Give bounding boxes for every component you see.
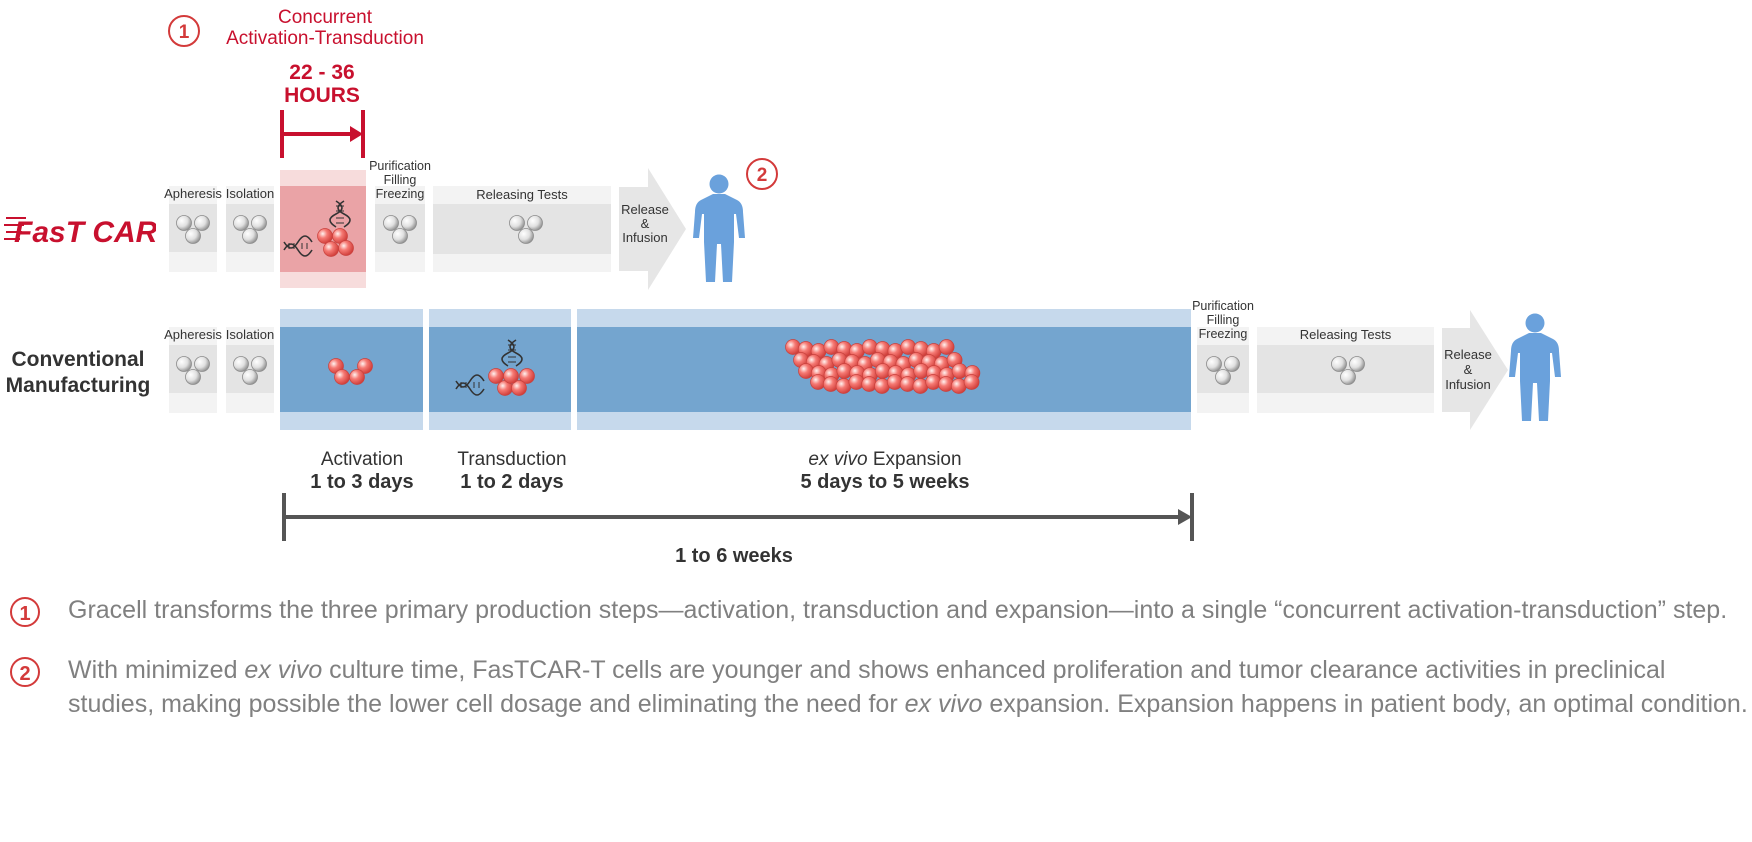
conv-releasing-tests-box: [1257, 327, 1434, 413]
note-2-part1: With minimized: [68, 656, 245, 684]
fastcar-isolation-label: Isolation: [225, 186, 275, 201]
conv-release-line2: &: [1463, 362, 1473, 377]
expansion-word: Expansion: [867, 449, 962, 470]
expansion-name: ex vivo Expansion: [735, 448, 1035, 471]
concurrent-title-line2: Activation-Transduction: [226, 28, 424, 49]
total-duration-label: 1 to 6 weeks: [675, 545, 793, 567]
conv-apheresis-box: [169, 327, 217, 413]
expansion-cell-mass: [785, 339, 981, 394]
conv-purification-line3: Freezing: [1198, 327, 1248, 341]
fastcar-release-line2: &: [640, 216, 650, 231]
fastcar-purification-line2: Filling: [383, 173, 417, 187]
note-1-badge: 1: [10, 597, 40, 627]
duration-line1: 22 - 36: [289, 61, 355, 84]
note-2-text: With minimized ex vivo culture time, Fas…: [68, 653, 1752, 721]
expansion-cell: [938, 339, 955, 355]
fastcar-apheresis-label: Apheresis: [164, 186, 222, 201]
conv-isolation-label: Isolation: [225, 327, 275, 342]
duration-line2: HOURS: [284, 84, 360, 107]
conv-release-label: Release & Infusion: [1434, 347, 1502, 392]
note-2-italic1: ex vivo: [244, 656, 323, 684]
conventional-row-label: Conventional Manufacturing: [0, 347, 156, 399]
conv-purification-box: [1197, 327, 1249, 413]
conventional-label-line1: Conventional: [11, 348, 145, 371]
conv-release-arrow: [1442, 310, 1508, 430]
fastcar-releasing-tests-label: Releasing Tests: [476, 187, 568, 202]
total-timeline: [282, 493, 1194, 541]
conv-human-figure-icon: [1509, 313, 1561, 421]
conv-purification-line1: Purification: [1192, 299, 1254, 313]
note-2-badge: 2: [10, 657, 40, 687]
fastcar-release-line3: Infusion: [622, 230, 668, 245]
fastcar-apheresis-box: [169, 186, 217, 272]
transduction-name: Transduction: [457, 449, 567, 470]
transduction-duration: 1 to 2 days: [460, 471, 564, 493]
step2-badge: [746, 158, 778, 190]
fastcar-isolation-box: [226, 186, 274, 272]
fastcar-human-figure-icon: [693, 174, 745, 282]
svg-text:FasT CAR: FasT CAR: [14, 216, 156, 248]
conv-releasing-tests-label: Releasing Tests: [1299, 327, 1392, 342]
step1-badge: [168, 15, 200, 47]
note-1-text: Gracell transforms the three primary pro…: [68, 596, 1728, 624]
conventional-label-line2: Manufacturing: [5, 374, 151, 397]
fastcar-release-arrow: [619, 168, 686, 290]
conv-purification-line2: Filling: [1206, 313, 1240, 327]
fastcar-purification-line1: Purification: [369, 159, 431, 173]
expansion-cell: [963, 374, 980, 390]
activation-name: Activation: [320, 449, 404, 470]
fastcar-releasing-tests-box: [433, 186, 611, 272]
conv-release-line1: Release: [1444, 347, 1492, 362]
conv-expansion-band: [577, 309, 1191, 430]
conv-purification-label: Purification Filling Freezing: [1184, 299, 1262, 341]
expansion-phase-label: ex vivo Expansion 5 days to 5 weeks: [735, 448, 1035, 494]
note-2-part3: expansion. Expansion happens in patient …: [982, 690, 1748, 718]
fastcar-release-label: Release & Infusion: [612, 203, 678, 245]
activation-duration: 1 to 3 days: [310, 471, 414, 493]
fastcar-release-line1: Release: [621, 202, 669, 217]
transduction-phase-label: Transduction 1 to 2 days: [430, 448, 594, 494]
conv-activation-band: [280, 309, 423, 430]
svg-text:1: 1: [179, 22, 190, 43]
expansion-duration: 5 days to 5 weeks: [800, 471, 970, 493]
fastcar-purification-line3: Freezing: [375, 187, 425, 201]
conv-isolation-box: [226, 327, 274, 413]
duration-label: 22 - 36 HOURS: [252, 61, 392, 107]
concurrent-title-line1: Concurrent: [278, 7, 372, 28]
conv-release-line3: Infusion: [1445, 377, 1491, 392]
fastcar-logo: FasT CAR: [4, 208, 158, 249]
expansion-italic: ex vivo: [808, 449, 868, 470]
fastcar-purification-box: [375, 186, 425, 272]
note-2-italic2: ex vivo: [904, 690, 983, 718]
activation-phase-label: Activation 1 to 3 days: [280, 448, 444, 494]
svg-text:2: 2: [757, 165, 768, 186]
note-2-part2: culture time, FasTCAR-T cells are younge…: [68, 656, 1666, 718]
conv-apheresis-label: Apheresis: [164, 327, 222, 342]
fastcar-purification-label: Purification Filling Freezing: [362, 159, 438, 201]
concurrent-title: Concurrent Activation-Transduction: [210, 7, 440, 49]
conv-transduction-band: [429, 309, 571, 430]
fastcar-concurrent-box: [280, 170, 366, 288]
